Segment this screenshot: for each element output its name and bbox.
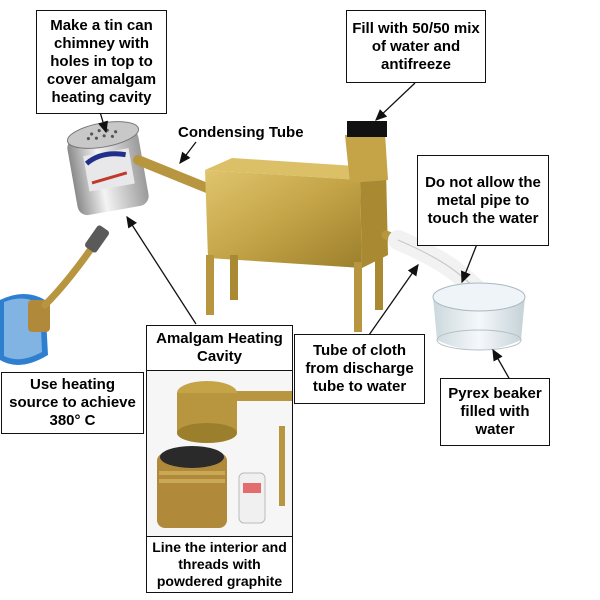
callout-chimney: Make a tin can chimney with holes in top… xyxy=(36,10,167,114)
label-condensing-tube: Condensing Tube xyxy=(178,124,304,142)
condenser-box xyxy=(205,121,415,332)
callout-do-not-allow: Do not allow the metal pipe to touch the… xyxy=(417,155,549,246)
leader-lines xyxy=(98,82,511,381)
callout-use-heating: Use heating source to achieve 380° C xyxy=(1,372,144,434)
callout-tube-of-cloth-text: Tube of cloth from discharge tube to wat… xyxy=(305,342,414,395)
pyrex-beaker xyxy=(432,282,526,351)
callout-line-interior-text: Line the interior and threads with powde… xyxy=(152,539,287,589)
callout-pyrex: Pyrex beaker filled with water xyxy=(440,378,550,446)
callout-fill-text: Fill with 50/50 mix of water and antifre… xyxy=(352,19,480,73)
callout-heating-cavity-text: Amalgam Heating Cavity xyxy=(156,330,283,365)
callout-fill: Fill with 50/50 mix of water and antifre… xyxy=(346,10,486,83)
cavity-inset-photo xyxy=(146,370,293,537)
callout-line-interior: Line the interior and threads with powde… xyxy=(146,536,293,593)
callout-use-heating-text: Use heating source to achieve 380° C xyxy=(9,376,136,429)
callout-do-not-allow-text: Do not allow the metal pipe to touch the… xyxy=(425,173,541,227)
label-condensing-tube-text: Condensing Tube xyxy=(178,124,304,141)
torch-icon xyxy=(0,225,110,365)
callout-tube-of-cloth: Tube of cloth from discharge tube to wat… xyxy=(294,334,425,404)
condensing-tube xyxy=(133,155,217,195)
fill-cap xyxy=(347,121,387,137)
callout-heating-cavity: Amalgam Heating Cavity xyxy=(146,325,293,371)
callout-chimney-text: Make a tin can chimney with holes in top… xyxy=(46,17,157,106)
callout-pyrex-text: Pyrex beaker filled with water xyxy=(448,385,542,438)
cavity-cap-image xyxy=(147,371,292,536)
tin-can-chimney xyxy=(66,121,149,216)
